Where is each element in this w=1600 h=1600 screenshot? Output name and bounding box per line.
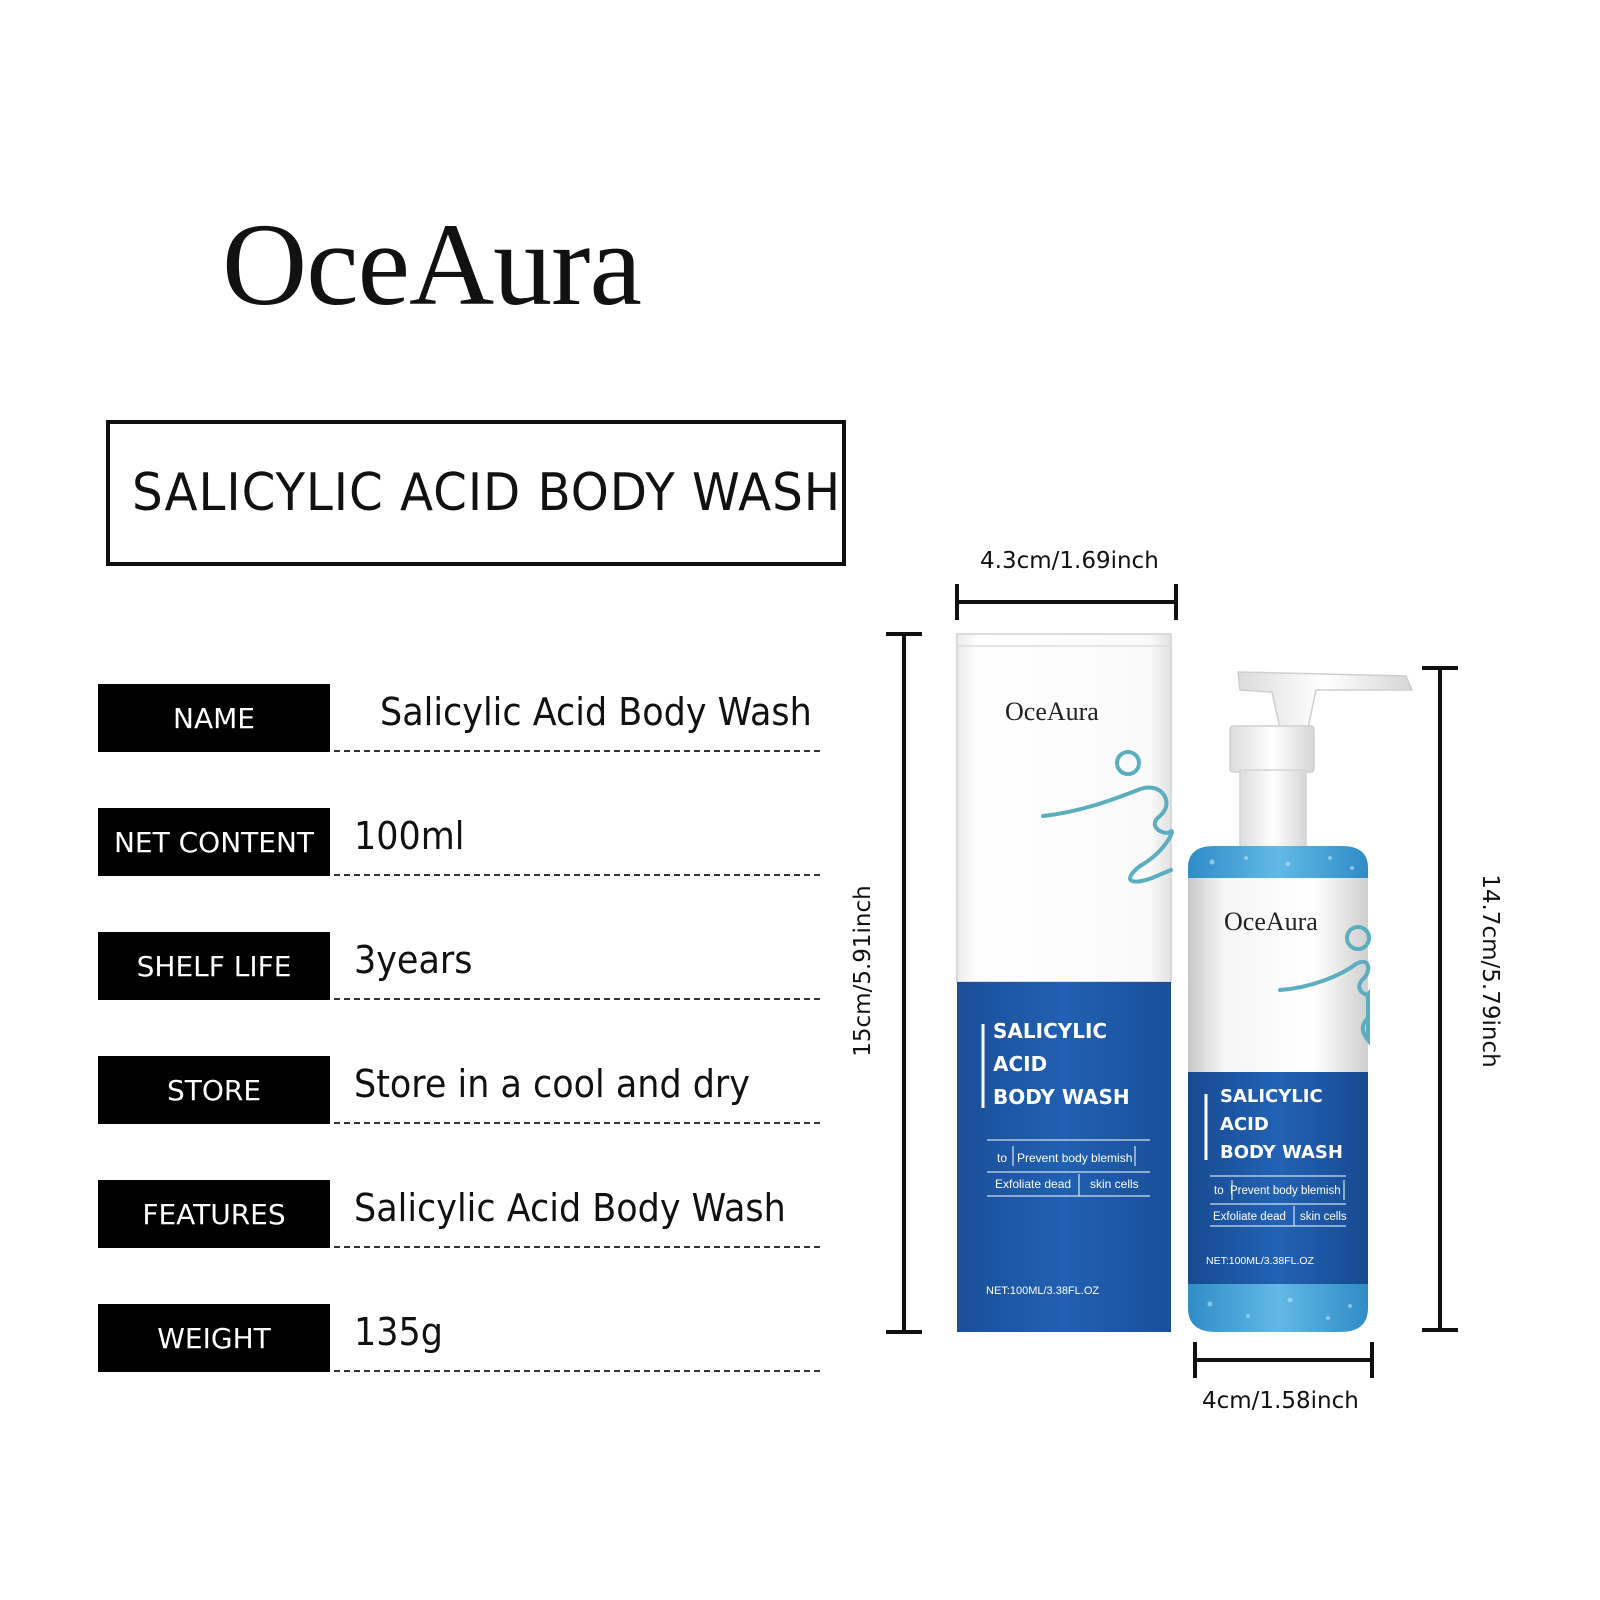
spec-label: NAME [98,684,330,752]
dashed-divider [334,1370,820,1372]
box-brand: OceAura [1005,697,1099,726]
spec-label: STORE [98,1056,330,1124]
spec-value: 100ml [354,814,465,858]
box-width-label: 4.3cm/1.69inch [980,548,1159,574]
bottle-height-dimension-line [1422,666,1458,1332]
dashed-divider [334,874,820,876]
box-claim-2b: skin cells [1090,1177,1139,1191]
bottle-claim-2b: skin cells [1300,1211,1347,1223]
box-title-line3: BODY WASH [993,1085,1130,1109]
spec-value: 3years [354,938,473,982]
bottle-brand: OceAura [1224,907,1318,936]
product-box [956,633,1174,1332]
swirl-icon [1041,785,1174,884]
spec-label: SHELF LIFE [98,932,330,1000]
box-title-line1: SALICYLIC [993,1019,1107,1043]
bottle-width-dimension-line [1193,1342,1374,1378]
box-claim-1: Prevent body blemish [1017,1151,1132,1165]
product-title: SALICYLIC ACID BODY WASH [132,463,842,523]
box-claim-to: to [997,1151,1007,1165]
spec-row-shelf-life: SHELF LIFE 3years [98,932,820,1000]
bottle-swirl-icon [1278,960,1371,1046]
box-title-line2: ACID [993,1052,1047,1076]
spec-value: 135g [354,1310,443,1354]
bottle-claim-to: to [1214,1185,1224,1197]
bottle-claim-1: Prevent body blemish [1230,1185,1341,1197]
spec-value: Store in a cool and dry [354,1062,751,1106]
spec-row-net-content: NET CONTENT 100ml [98,808,820,876]
bottle-title-line1: SALICYLIC [1220,1086,1323,1107]
product-bottle [1188,671,1414,1332]
box-width-dimension-line [955,584,1178,620]
dashed-divider [334,1246,820,1248]
bottle-claim-2a: Exfoliate dead [1213,1211,1286,1223]
brand-logo: OceAura [222,199,642,330]
bottle-width-label: 4cm/1.58inch [1202,1388,1359,1414]
box-net: NET:100ML/3.38FL.OZ [986,1285,1099,1297]
spec-row-features: FEATURES Salicylic Acid Body Wash [98,1180,820,1248]
product-title-box: SALICYLIC ACID BODY WASH [106,420,846,566]
bottle-net: NET:100ML/3.38FL.OZ [1206,1255,1315,1267]
box-claim-2a: Exfoliate dead [995,1177,1071,1191]
spec-row-name: NAME Salicylic Acid Body Wash [98,684,820,752]
spec-label: FEATURES [98,1180,330,1248]
bottle-circle-icon [1345,925,1371,951]
spec-row-store: STORE Store in a cool and dry [98,1056,820,1124]
circle-icon [1115,750,1141,776]
spec-label: NET CONTENT [98,808,330,876]
spec-label: WEIGHT [98,1304,330,1372]
spec-value: Salicylic Acid Body Wash [354,1186,786,1230]
box-height-dimension-line [886,632,922,1334]
dashed-divider [334,998,820,1000]
bottle-title-line2: ACID [1220,1114,1269,1135]
spec-row-weight: WEIGHT 135g [98,1304,820,1372]
dashed-divider [334,1122,820,1124]
dashed-divider [334,750,820,752]
spec-value: Salicylic Acid Body Wash [380,690,812,734]
pump-head [1237,671,1414,729]
bottle-title-line3: BODY WASH [1220,1142,1343,1163]
